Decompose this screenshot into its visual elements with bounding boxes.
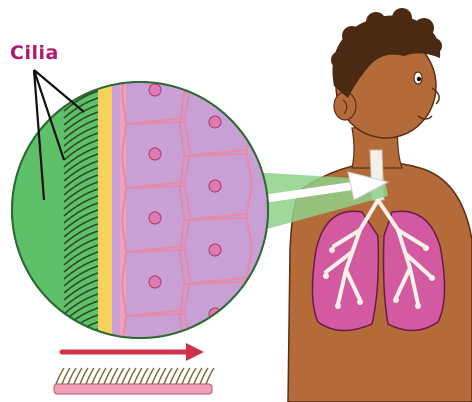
cilia-label: Cilia bbox=[10, 42, 59, 64]
mucus-flow-arrow-icon bbox=[54, 343, 214, 394]
cilium bbox=[64, 357, 98, 377]
mucus-layer bbox=[98, 70, 112, 360]
cell-nucleus bbox=[209, 244, 221, 256]
cell-nucleus bbox=[209, 116, 221, 128]
cilium bbox=[64, 70, 98, 90]
cell-nucleus bbox=[149, 276, 161, 288]
cell-nucleus bbox=[209, 180, 221, 192]
cell-nucleus bbox=[149, 212, 161, 224]
cell-nucleus bbox=[149, 84, 161, 96]
ear bbox=[334, 92, 356, 120]
cell-nucleus bbox=[149, 148, 161, 160]
cilium bbox=[64, 329, 98, 349]
